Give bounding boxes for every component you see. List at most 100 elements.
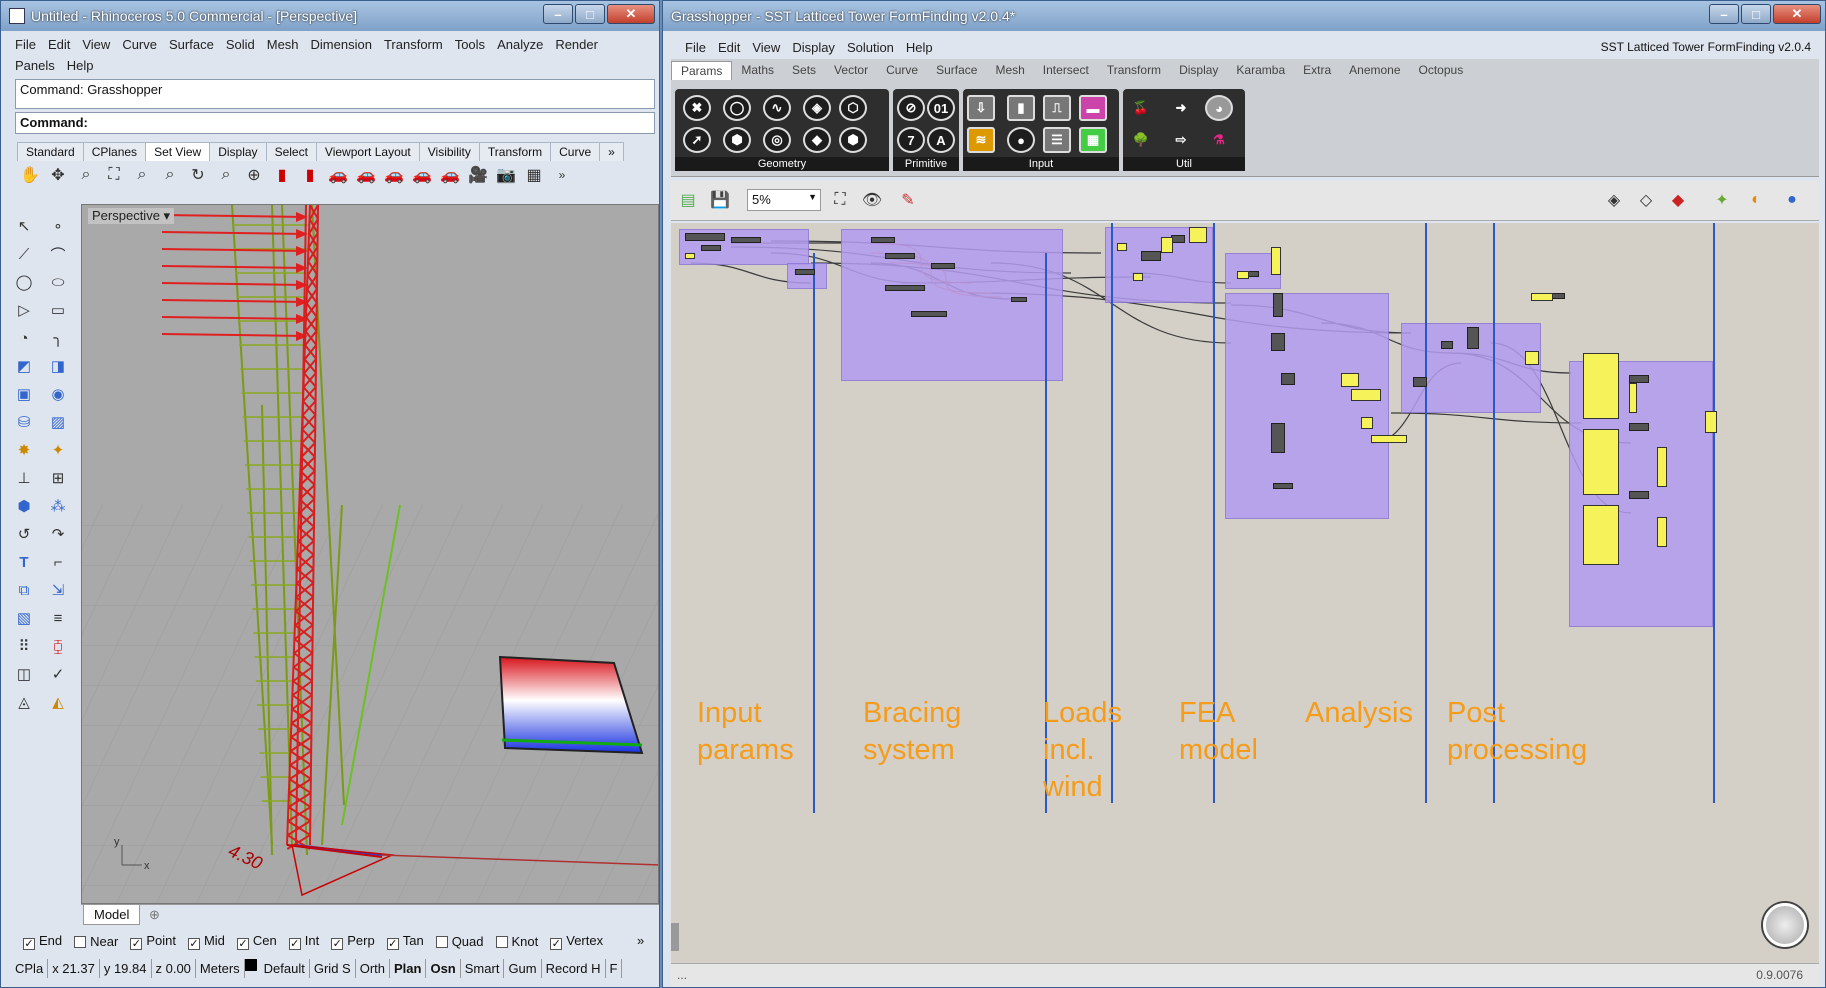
zoom-extents-icon[interactable]: ⛶ [834, 191, 846, 208]
relay-icon[interactable]: ➜ [1175, 100, 1187, 115]
osnap-near[interactable]: Near [74, 934, 118, 949]
osnap-knot[interactable]: Knot [495, 934, 538, 949]
osnap-cen[interactable]: ✓Cen [236, 933, 277, 950]
gh-tab-curve[interactable]: Curve [886, 63, 919, 77]
status-12[interactable]: Record H [542, 959, 606, 978]
minimize-button[interactable]: – [543, 4, 573, 24]
menu-item-surface[interactable]: Surface [169, 37, 214, 52]
osnap-checkbox[interactable] [495, 936, 508, 948]
car-front-icon[interactable]: 🚗 [356, 167, 376, 184]
gh-tab-sets[interactable]: Sets [792, 63, 817, 77]
menu-item-transform[interactable]: Transform [383, 37, 443, 52]
tab-display[interactable]: Display [209, 142, 267, 161]
surface-param-icon[interactable]: ◎ [763, 127, 791, 153]
material-icon[interactable]: ◐ [1751, 191, 1761, 208]
osnap-checkbox[interactable]: ✓ [236, 938, 249, 950]
car-back-icon[interactable]: 🚗 [412, 167, 432, 184]
undo-view-icon[interactable]: ▮ [277, 167, 287, 184]
panel-component[interactable] [1583, 353, 1619, 419]
panel-component[interactable] [1583, 429, 1619, 495]
gh-menu-display[interactable]: Display [792, 40, 835, 55]
osnap-more-icon[interactable]: » [637, 933, 645, 948]
gh-component[interactable] [1551, 293, 1565, 299]
join-icon[interactable]: ⬢ [17, 498, 31, 515]
status-8[interactable]: Plan [390, 959, 427, 978]
osnap-checkbox[interactable]: ✓ [331, 938, 344, 950]
status-6[interactable]: Grid S [310, 959, 356, 978]
tab-viewport-layout[interactable]: Viewport Layout [315, 142, 420, 161]
gh-maximize-button[interactable]: □ [1741, 4, 1771, 24]
panel-component[interactable] [1531, 293, 1553, 301]
gh-menu-view[interactable]: View [752, 40, 781, 55]
gh-component[interactable] [685, 233, 725, 241]
move-icon[interactable]: ⊥ [17, 470, 31, 487]
menu-item-tools[interactable]: Tools [454, 37, 486, 52]
primitive-panel-label[interactable]: Primitive [893, 157, 959, 171]
panel-component[interactable] [1361, 417, 1373, 429]
camera-lens-icon[interactable]: 🎥 [468, 167, 488, 184]
panel-component[interactable] [1351, 389, 1381, 401]
boolean-param-icon[interactable]: ⊘ [897, 95, 925, 121]
osnap-vertex[interactable]: ✓Vertex [550, 933, 603, 950]
flask-icon[interactable]: ⚗ [1213, 132, 1225, 147]
preview-selected-icon[interactable]: ◆ [1671, 192, 1685, 209]
gh-tab-octopus[interactable]: Octopus [1418, 63, 1464, 77]
status-11[interactable]: Gum [504, 959, 542, 978]
camera-icon[interactable]: 📷 [496, 167, 516, 184]
gh-tab-karamba[interactable]: Karamba [1236, 63, 1286, 77]
mesh-param-icon[interactable]: ⬡ [839, 95, 867, 121]
gh-component[interactable] [1629, 423, 1649, 431]
status-2[interactable]: y 19.84 [100, 959, 152, 978]
osnap-checkbox[interactable]: ✓ [386, 938, 399, 950]
canvas-scrollbar[interactable] [671, 923, 679, 951]
menu-item-render[interactable]: Render [555, 37, 598, 52]
panel-component[interactable] [1117, 243, 1127, 251]
box-icon[interactable]: ▣ [16, 386, 32, 403]
cluster-icon[interactable]: ◕ [1205, 95, 1233, 121]
preview-wire-icon[interactable]: ◈ [1607, 192, 1621, 209]
panel-component[interactable] [1371, 435, 1407, 443]
rhino-titlebar[interactable]: Untitled - Rhinoceros 5.0 Commercial - [… [1, 1, 659, 31]
rectangle-icon[interactable]: ▭ [50, 302, 66, 319]
zoom-selected-icon[interactable]: ⌕ [165, 166, 175, 183]
layer-icon[interactable]: ◫ [16, 666, 32, 683]
panel-component[interactable] [1629, 383, 1637, 413]
text-icon[interactable]: T [19, 553, 29, 571]
gh-component[interactable] [931, 263, 955, 269]
osnap-perp[interactable]: ✓Perp [331, 933, 375, 950]
import-icon[interactable]: ⇩ [967, 95, 995, 121]
plane-param-icon[interactable]: ◆ [803, 127, 831, 153]
menu-item-panels[interactable]: Panels [15, 58, 55, 73]
pan-icon[interactable]: ✋ [20, 167, 40, 184]
group-input-params-sub[interactable] [787, 263, 827, 289]
menu-item-mesh[interactable]: Mesh [266, 37, 299, 52]
nudge-icon[interactable]: ⧮ [53, 637, 63, 655]
point-param-icon[interactable]: ✖ [683, 95, 711, 121]
dimension-icon[interactable]: ⌐ [53, 553, 63, 571]
input-panel-label[interactable]: Input [963, 157, 1119, 171]
gh-menu-edit[interactable]: Edit [717, 40, 741, 55]
util-panel-label[interactable]: Util [1123, 157, 1245, 171]
surface-edit-icon[interactable]: ◨ [50, 358, 66, 375]
gh-close-button[interactable]: ✕ [1773, 4, 1821, 24]
redo-view-icon[interactable]: ▮ [305, 167, 315, 184]
explode-icon[interactable]: ✦ [51, 442, 65, 459]
osnap-checkbox[interactable]: ✓ [288, 938, 301, 950]
array-icon[interactable]: ⊞ [51, 470, 65, 487]
gh-tab-params[interactable]: Params [671, 61, 733, 80]
osnap-checkbox[interactable]: ✓ [550, 938, 563, 950]
gh-tab-display[interactable]: Display [1179, 63, 1219, 77]
panel-component[interactable] [1271, 247, 1281, 275]
gh-component[interactable] [1171, 235, 1185, 243]
osnap-point[interactable]: ✓Point [130, 933, 176, 950]
tab-cplanes[interactable]: CPlanes [82, 142, 147, 161]
toolbar-more-icon[interactable]: » [558, 168, 566, 182]
panel-component[interactable] [1705, 411, 1717, 433]
zoom-1to1-icon[interactable]: ⊕ [247, 167, 261, 184]
text-param-icon[interactable]: A [927, 127, 955, 153]
gh-component[interactable] [1141, 251, 1161, 261]
tab-visibility[interactable]: Visibility [418, 142, 480, 161]
integer-param-icon[interactable]: 01 [927, 95, 955, 121]
polygon-icon[interactable]: ▷ [18, 302, 30, 319]
